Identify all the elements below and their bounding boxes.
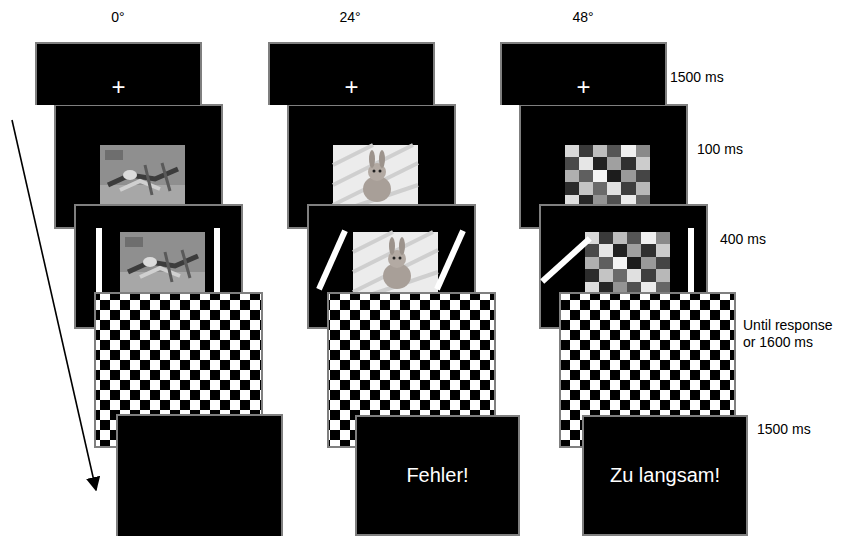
condition-angle: 24° <box>339 9 360 27</box>
fixation-cross: + <box>111 73 125 101</box>
label-text: Until response or 1600 ms <box>743 317 833 351</box>
feedback-text: Fehler! <box>406 464 468 487</box>
condition-angle: 48° <box>572 9 593 27</box>
label-text: 1500 ms <box>670 69 724 85</box>
fixation-cross: + <box>576 73 590 101</box>
fixation-cross: + <box>344 73 358 101</box>
feedback-screen: Fehler! <box>355 415 520 536</box>
duration-label: 100 ms <box>697 141 743 159</box>
label-text: 24° <box>339 9 360 25</box>
fixation-screen: + <box>35 42 202 105</box>
fixation-screen: + <box>268 42 435 105</box>
fixation-screen: + <box>500 42 667 105</box>
duration-label: 1500 ms <box>670 69 724 87</box>
trial-column <box>55 105 282 536</box>
label-text: 100 ms <box>697 141 743 157</box>
duration-label: Until response or 1600 ms <box>743 317 845 352</box>
duration-label: 400 ms <box>720 231 766 249</box>
condition-angle: 0° <box>111 9 124 27</box>
feedback-text: Zu langsam! <box>610 464 720 487</box>
label-text: 1500 ms <box>757 421 811 437</box>
label-text: 400 ms <box>720 231 766 247</box>
label-text: 0° <box>111 9 124 25</box>
feedback-screen: Zu langsam! <box>582 415 748 536</box>
label-text: 48° <box>572 9 593 25</box>
trial-column <box>288 105 495 447</box>
duration-label: 1500 ms <box>757 421 811 439</box>
